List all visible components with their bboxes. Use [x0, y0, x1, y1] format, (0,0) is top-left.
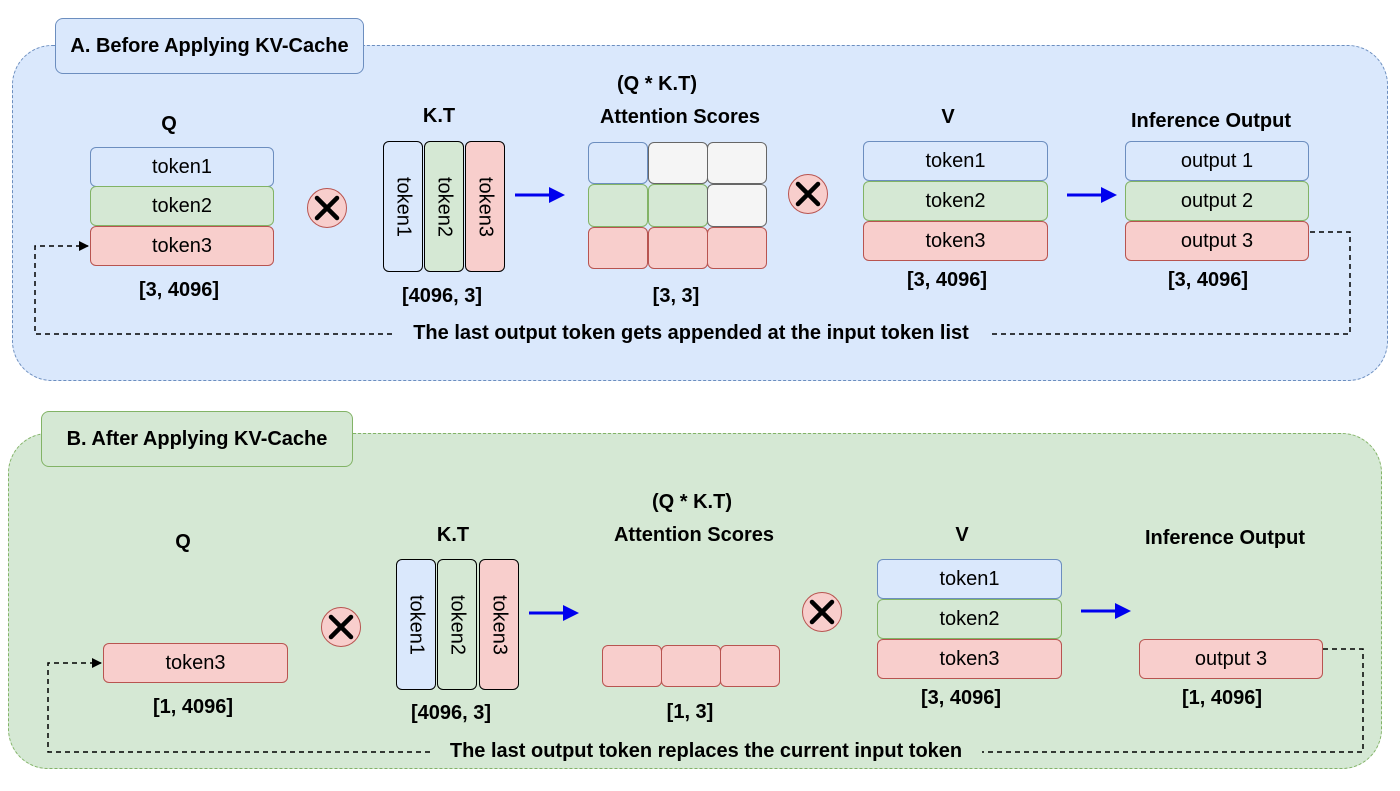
section-b-title: B. After Applying KV-Cache	[41, 411, 353, 467]
multiply-icon	[802, 592, 842, 632]
section-a-score-cell	[648, 142, 708, 184]
section-a-score-cell	[588, 184, 648, 227]
section-b-v-token2: token2	[877, 599, 1062, 639]
multiply-icon	[788, 174, 828, 214]
section-a-q-token2: token2	[90, 186, 274, 226]
section-a-output-shape: [3, 4096]	[1167, 269, 1249, 291]
section-a-scores-shape: [3, 3]	[652, 285, 700, 307]
section-b-q-shape: [1, 4096]	[152, 696, 234, 718]
section-b-v-token1: token1	[877, 559, 1062, 599]
section-b-q-label: Q	[175, 531, 191, 553]
section-b-q-token3: token3	[103, 643, 288, 683]
section-b-score-cell	[720, 645, 780, 687]
section-a-kt-token2: token2	[424, 141, 464, 272]
section-a-output-3: output 3	[1125, 221, 1309, 261]
section-b-scores-shape: [1, 3]	[666, 701, 714, 723]
right-arrow-icon	[1081, 603, 1131, 619]
section-a-title: A. Before Applying KV-Cache	[55, 18, 364, 74]
section-a-score-cell	[648, 184, 708, 227]
section-a-score-cell	[707, 227, 767, 269]
section-b-kt-token3: token3	[479, 559, 519, 690]
section-a-q-token3: token3	[90, 226, 274, 266]
section-a-q-token1: token1	[90, 147, 274, 187]
section-b-kt-token1: token1	[396, 559, 436, 690]
section-b-v-token3: token3	[877, 639, 1062, 679]
section-a-q-label: Q	[161, 113, 177, 135]
section-a-output-label: Inference Output	[1130, 110, 1292, 132]
section-a-kt-token1: token1	[383, 141, 423, 272]
section-b-output-shape: [1, 4096]	[1181, 687, 1263, 709]
section-a-score-cell	[707, 184, 767, 227]
multiply-icon	[307, 188, 347, 228]
section-b-feedback-text: The last output token replaces the curre…	[449, 740, 963, 762]
section-b-kt-label: K.T	[436, 524, 470, 546]
section-a-scores-label-2: Attention Scores	[599, 106, 761, 128]
section-a-feedback-text: The last output token gets appended at t…	[413, 322, 969, 344]
multiply-icon	[321, 607, 361, 647]
section-b-kt-token2: token2	[437, 559, 477, 690]
section-b-output-3: output 3	[1139, 639, 1323, 679]
section-b-score-cell	[661, 645, 721, 687]
section-a-scores-label-1: (Q * K.T)	[617, 73, 697, 95]
right-arrow-icon	[529, 605, 579, 621]
section-b-kt-shape: [4096, 3]	[410, 702, 492, 724]
right-arrow-icon	[1067, 187, 1117, 203]
section-a-v-token3: token3	[863, 221, 1048, 261]
section-a-score-cell	[707, 142, 767, 184]
section-a-score-cell	[588, 227, 648, 269]
section-a-kt-shape: [4096, 3]	[401, 285, 483, 307]
right-arrow-icon	[515, 187, 565, 203]
section-b-panel	[8, 433, 1382, 769]
section-a-kt-token3: token3	[465, 141, 505, 272]
section-b-output-label: Inference Output	[1144, 527, 1306, 549]
section-a-kt-label: K.T	[422, 105, 456, 127]
section-a-v-token1: token1	[863, 141, 1048, 181]
section-a-v-token2: token2	[863, 181, 1048, 221]
section-b-scores-label-1: (Q * K.T)	[652, 491, 732, 513]
section-a-score-cell	[588, 142, 648, 184]
section-a-output-2: output 2	[1125, 181, 1309, 221]
section-a-q-shape: [3, 4096]	[138, 279, 220, 301]
section-b-scores-label-2: Attention Scores	[613, 524, 775, 546]
section-a-output-1: output 1	[1125, 141, 1309, 181]
section-a-v-shape: [3, 4096]	[906, 269, 988, 291]
section-b-v-shape: [3, 4096]	[920, 687, 1002, 709]
section-b-v-label: V	[955, 524, 969, 546]
section-a-v-label: V	[941, 106, 955, 128]
